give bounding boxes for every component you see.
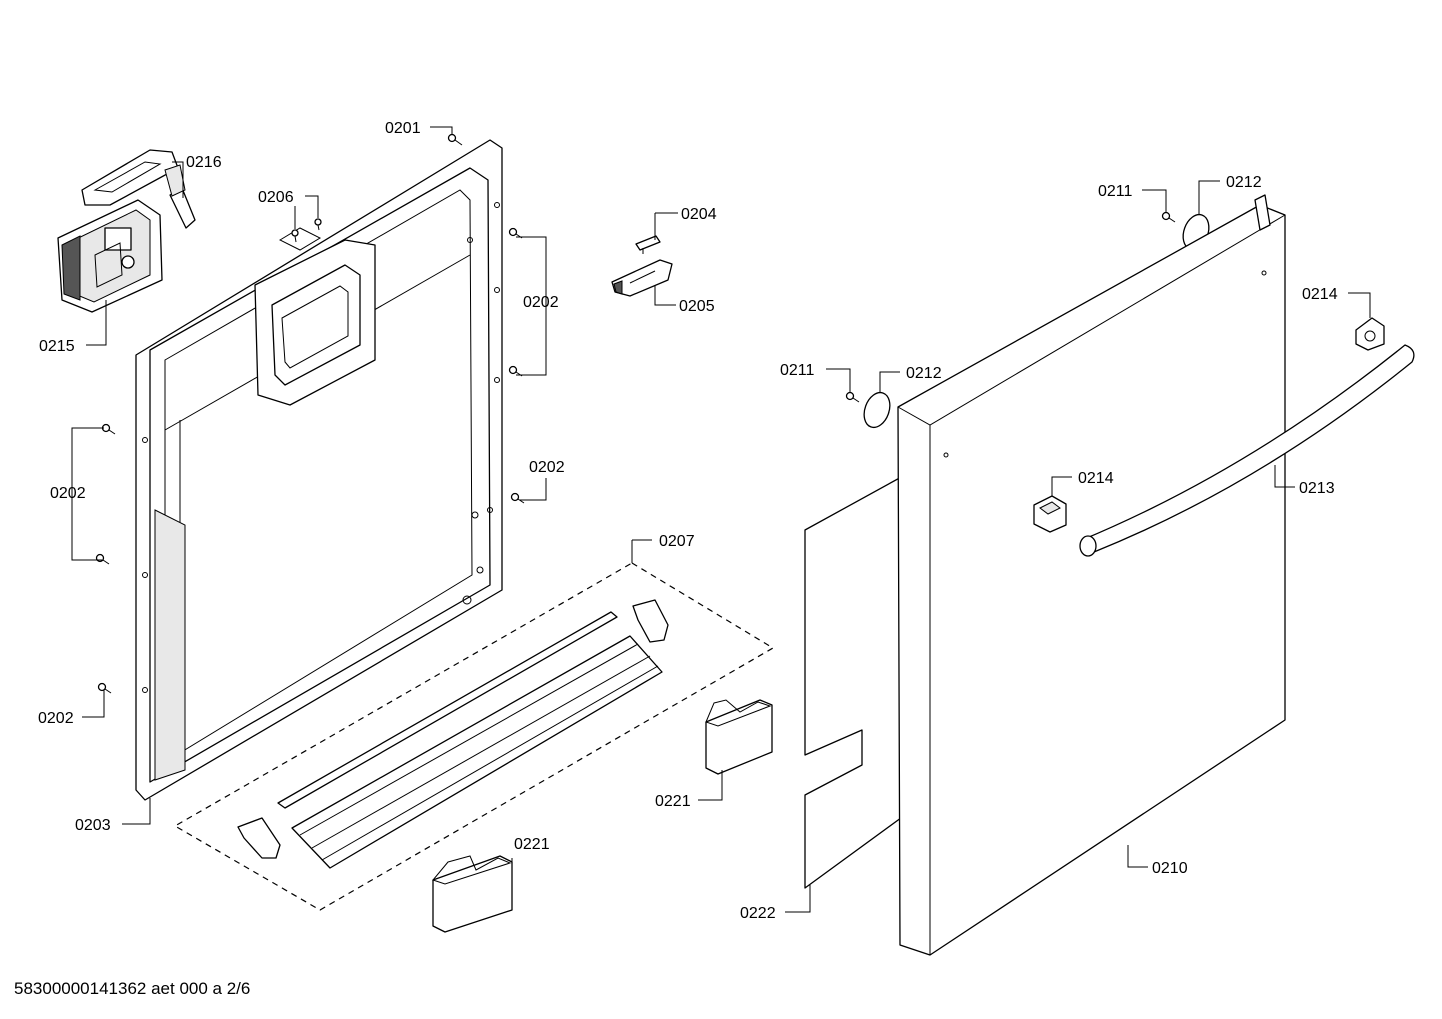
label-0216: 0216 (186, 154, 222, 171)
label-0222: 0222 (740, 905, 776, 922)
kit-strip-thin (277, 611, 618, 809)
handle-cap-upper (1355, 317, 1385, 351)
screw-0202-left-mid (95, 553, 110, 565)
label-0211-lower: 0211 (780, 362, 815, 379)
label-0202-left-lower: 0202 (38, 710, 74, 727)
screw-0202-right-top (508, 227, 523, 239)
label-0204: 0204 (681, 206, 717, 223)
screw-0201 (447, 133, 463, 146)
label-0215: 0215 (39, 338, 75, 355)
control-cover (81, 149, 196, 229)
kit-clip-left (237, 817, 281, 859)
label-0202-left-upper: 0202 (50, 485, 86, 502)
screw-0206b (314, 218, 322, 231)
door-handle (1079, 344, 1415, 557)
drawing-reference-number: 58300000141362 aet 000 a 2/6 (14, 979, 251, 998)
screw-0206a (291, 229, 299, 243)
label-0202-right-lower: 0202 (529, 459, 565, 476)
end-block-upper (705, 699, 773, 775)
label-0203: 0203 (75, 817, 111, 834)
label-0221-lower: 0221 (514, 836, 550, 853)
label-0212-upper: 0212 (1226, 174, 1262, 191)
hinge-clip (635, 235, 661, 254)
label-0206: 0206 (258, 189, 294, 206)
label-0211-upper: 0211 (1098, 183, 1133, 200)
screw-0211-lower (845, 391, 860, 403)
kit-boundary-0207 (173, 562, 775, 911)
door-lock-part (611, 259, 673, 297)
label-0214-lower: 0214 (1078, 470, 1114, 487)
label-0201: 0201 (385, 120, 421, 137)
screw-0202-right-low (510, 492, 525, 504)
screw-0202-left-top (101, 423, 116, 435)
washer-0212-lower (863, 391, 891, 429)
leader-lines (71, 126, 1371, 913)
outer-door-panel (897, 194, 1286, 956)
label-0221-upper: 0221 (655, 793, 691, 810)
label-0205: 0205 (679, 298, 715, 315)
end-block-lower (432, 855, 513, 933)
label-0202-right-upper: 0202 (523, 294, 559, 311)
label-0214-upper: 0214 (1302, 286, 1338, 303)
screw-0211-upper (1161, 211, 1176, 223)
label-0212-lower: 0212 (906, 365, 942, 382)
kit-strip-wide (291, 635, 663, 869)
inner-door-frame (135, 139, 503, 801)
screw-0202-left-low (97, 682, 112, 694)
insulation-panel (804, 474, 906, 889)
kit-clip-right (632, 599, 669, 643)
label-0207: 0207 (659, 533, 695, 550)
label-0213: 0213 (1299, 480, 1335, 497)
label-0210: 0210 (1152, 860, 1188, 877)
control-module (57, 199, 163, 313)
